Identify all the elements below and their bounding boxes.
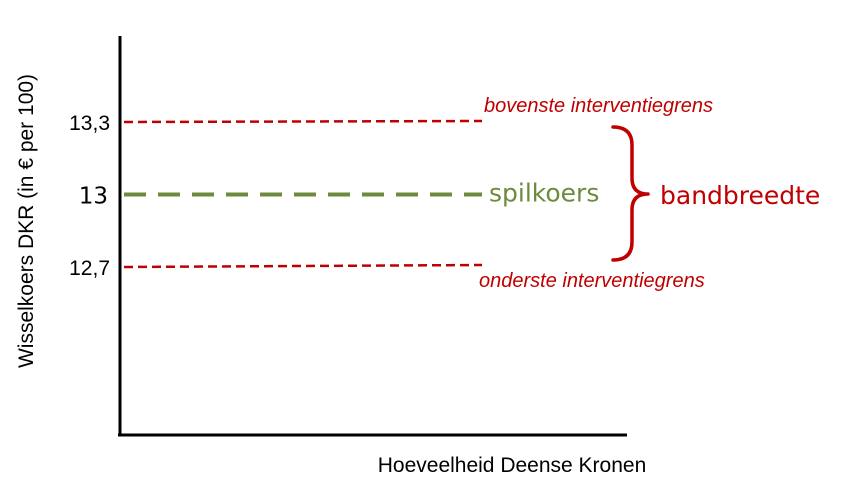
x-axis-title: Hoeveelheid Deense Kronen xyxy=(378,454,647,477)
tick-label-lower: 12,7 xyxy=(69,257,110,280)
lower-intervention-line xyxy=(123,263,483,269)
lower-intervention-label: onderste interventiegrens xyxy=(479,270,705,292)
central-rate-label: spilkoers xyxy=(489,179,599,208)
upper-intervention-label: bovenste interventiegrens xyxy=(484,95,713,117)
y-axis-title: Wisselkoers DKR (in € per 100) xyxy=(15,74,38,368)
tick-label-central: 13 xyxy=(79,184,108,210)
band-label: bandbreedte xyxy=(660,181,820,210)
tick-label-upper: 13,3 xyxy=(69,112,110,135)
band-brace-icon xyxy=(611,125,650,262)
upper-intervention-line xyxy=(123,119,483,124)
